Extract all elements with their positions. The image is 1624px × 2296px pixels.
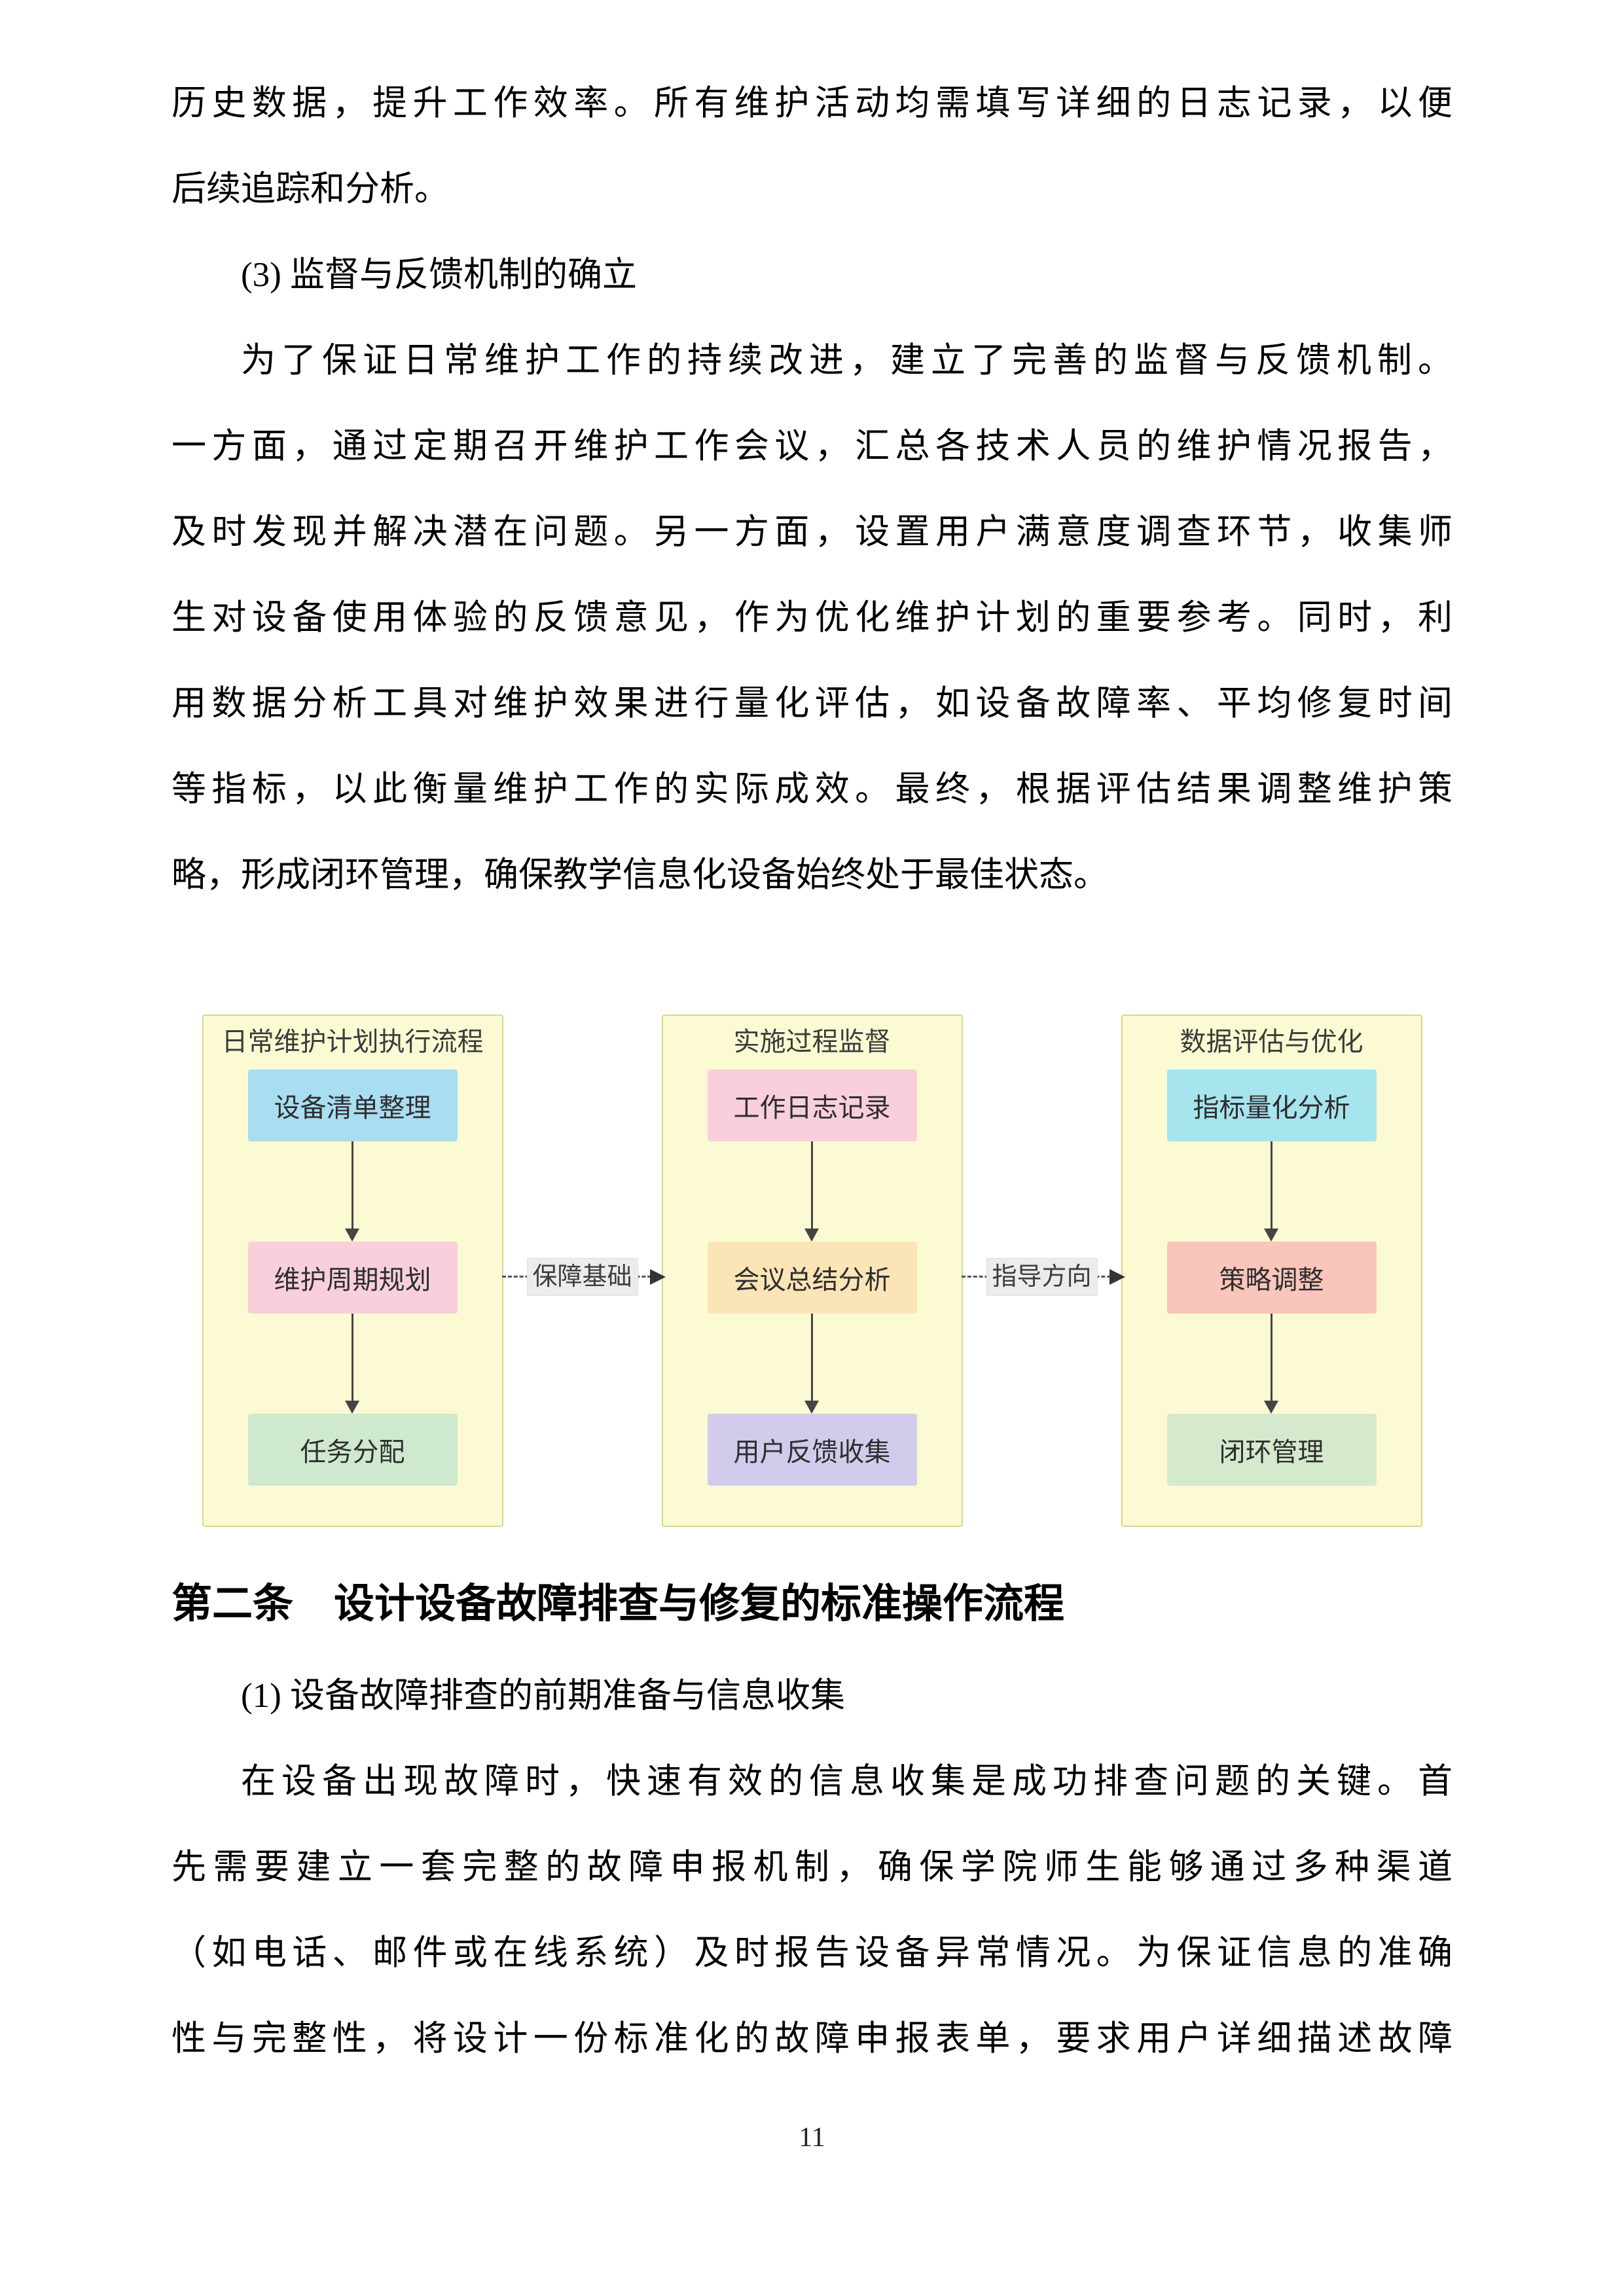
flow-node: 指标量化分析: [1166, 1069, 1377, 1141]
text-line: 略，形成闭环管理，确保教学信息化设备始终处于最佳状态。: [171, 856, 1108, 894]
flow-connector: 指导方向: [961, 1014, 1125, 1527]
flow-node: 工作日志记录: [707, 1069, 917, 1141]
text-line: 先需要建立一套完整的故障申报机制，确保学院师生能够通过多种渠道: [171, 1848, 1453, 1886]
edge-label: 指导方向: [986, 1258, 1098, 1296]
arrow-down-icon: [345, 1141, 359, 1242]
text-line: （如电话、邮件或在线系统）及时报告设备异常情况。为保证信息的准确: [171, 1934, 1453, 1972]
text-line: 一方面，通过定期召开维护工作会议，汇总各技术人员的维护情况报告，: [171, 427, 1453, 465]
flowchart: 日常维护计划执行流程 设备清单整理 维护周期规划 任务分配 保障基础 实施过程监…: [171, 1014, 1453, 1527]
edge-label: 保障基础: [526, 1258, 638, 1296]
flow-node: 会议总结分析: [707, 1242, 917, 1314]
flow-panel-title: 数据评估与优化: [1180, 1028, 1363, 1056]
flow-node: 用户反馈收集: [707, 1414, 917, 1486]
flow-connector: 保障基础: [501, 1014, 666, 1527]
text-line: 生对设备使用体验的反馈意见，作为优化维护计划的重要参考。同时，利: [171, 599, 1453, 637]
list-item-heading: (1) 设备故障排查的前期准备与信息收集: [241, 1677, 846, 1715]
arrow-down-icon: [345, 1314, 359, 1414]
flow-node: 设备清单整理: [247, 1069, 458, 1141]
list-item-heading: (3) 监督与反馈机制的确立: [241, 256, 638, 294]
flow-node: 任务分配: [247, 1414, 458, 1486]
flow-node: 闭环管理: [1166, 1414, 1377, 1486]
text-line: 等指标，以此衡量维护工作的实际成效。最终，根据评估结果调整维护策: [171, 770, 1453, 808]
flow-panel-title: 实施过程监督: [733, 1028, 891, 1056]
text-line: 在设备出现故障时，快速有效的信息收集是成功排查问题的关键。首: [241, 1763, 1453, 1801]
arrow-down-icon: [804, 1314, 819, 1414]
flow-node: 策略调整: [1166, 1242, 1377, 1314]
arrow-down-icon: [804, 1141, 819, 1242]
arrow-right-icon: [649, 1269, 666, 1285]
text-line: 用数据分析工具对维护效果进行量化评估，如设备故障率、平均修复时间: [171, 685, 1453, 723]
arrow-right-icon: [1109, 1269, 1125, 1285]
arrow-down-icon: [1264, 1141, 1278, 1242]
text-line: 性与完整性，将设计一份标准化的故障申报表单，要求用户详细描述故障: [171, 2020, 1453, 2058]
flow-panel-title: 日常维护计划执行流程: [221, 1028, 484, 1056]
flow-node: 维护周期规划: [247, 1242, 458, 1314]
flow-panel-process-supervision: 实施过程监督 工作日志记录 会议总结分析 用户反馈收集: [661, 1014, 963, 1527]
text-line: 及时发现并解决潜在问题。另一方面，设置用户满意度调查环节，收集师: [171, 513, 1453, 551]
flow-panel-daily-maintenance: 日常维护计划执行流程 设备清单整理 维护周期规划 任务分配: [202, 1014, 503, 1527]
text-line: 为了保证日常维护工作的持续改进，建立了完善的监督与反馈机制。: [241, 342, 1453, 380]
text-line: 历史数据，提升工作效率。所有维护活动均需填写详细的日志记录，以便: [171, 84, 1453, 122]
text-line: 后续追踪和分析。: [171, 170, 449, 208]
page-number: 11: [799, 2123, 825, 2153]
arrow-down-icon: [1264, 1314, 1278, 1414]
flow-panel-data-evaluation: 数据评估与优化 指标量化分析 策略调整 闭环管理: [1121, 1014, 1422, 1527]
page-content: 历史数据，提升工作效率。所有维护活动均需填写详细的日志记录，以便 后续追踪和分析…: [171, 84, 1453, 2153]
section-heading: 第二条 设计设备故障排查与修复的标准操作流程: [171, 1582, 1065, 1626]
